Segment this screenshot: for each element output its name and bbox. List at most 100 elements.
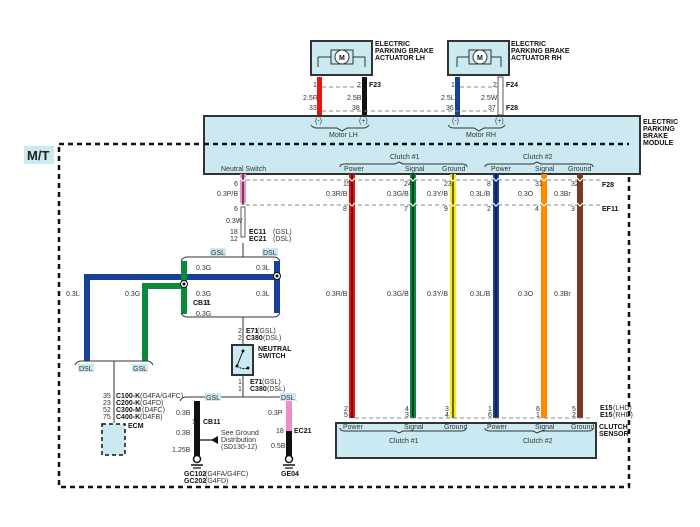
svg-text:2: 2 [238,328,242,335]
svg-text:MODULE: MODULE [643,140,674,147]
pin-lhd: 2 [344,406,348,413]
wire-label: 0.3G/B [387,191,409,198]
svg-text:Power: Power [491,166,512,173]
svg-text:1: 1 [192,419,196,426]
svg-text:(SD130-12): (SD130-12) [221,444,257,451]
svg-text:(DSL): (DSL) [273,236,291,243]
pin-label: 23 [444,181,452,188]
svg-text:0.3G: 0.3G [196,265,211,272]
wire-label: 0.3L/B [470,291,491,298]
svg-text:0.3B: 0.3B [176,410,191,417]
svg-text:EC21: EC21 [294,428,312,435]
ecm-connectors: 35 C100-K (G4FA/G4FC) 23 C200-K (G4FD) 5… [103,393,183,421]
svg-text:M: M [339,55,345,62]
svg-text:CB11: CB11 [203,419,221,426]
svg-text:F28: F28 [506,105,518,112]
pin-label: 31 [535,181,543,188]
svg-text:18: 18 [276,428,284,435]
svg-text:GC102: GC102 [184,471,206,478]
svg-text:EC11: EC11 [249,229,266,236]
pin-rhd: 2 [572,412,576,419]
svg-text:SENSOR: SENSOR [599,431,629,438]
svg-text:23: 23 [103,400,111,407]
wire-label: 0.3Y/B [427,291,448,298]
neutral-switch: NEUTRAL SWITCH [231,344,292,376]
svg-text:2.5W: 2.5W [481,95,498,102]
pin-label: 4 [535,206,539,213]
svg-text:36: 36 [446,105,454,112]
wire-0.3Y/B: 230.3Y/B90.3Y/B [427,174,457,423]
pin-label: 8 [343,206,347,213]
wire-label: 0.3R/B [326,191,348,198]
svg-text:C200-K: C200-K [116,400,140,407]
svg-text:0.3W: 0.3W [226,218,243,225]
pin-label: 8 [487,181,491,188]
wire-label: 0.3Br [554,191,571,198]
svg-text:C380: C380 [250,386,267,393]
wire-label: 0.3O [518,291,534,298]
wire-label: 0.3R/B [326,291,348,298]
svg-text:0.5B: 0.5B [271,443,286,450]
pin-label: 32 [571,181,579,188]
svg-text:12: 12 [230,236,238,243]
svg-text:0.3G: 0.3G [196,291,211,298]
pin-label: 15 [343,181,351,188]
actuator-rh: M ELECTRIC PARKING BRAKE ACTUATOR RH [447,40,570,76]
pin-label: 6 [234,181,238,188]
pin-rhd: 4 [445,412,449,419]
svg-text:1: 1 [238,379,242,386]
actuator-lh: M ELECTRIC PARKING BRAKE ACTUATOR LH [310,40,434,76]
svg-text:18: 18 [230,229,238,236]
svg-text:ELECTRIC: ELECTRIC [511,41,546,48]
pin-label: 7 [404,206,408,213]
svg-text:GC202: GC202 [184,478,206,485]
svg-text:ELECTRIC: ELECTRIC [643,119,678,126]
wire-label: 0.3Br [554,291,571,298]
svg-text:SWITCH: SWITCH [258,353,286,360]
svg-text:0.3P: 0.3P [268,410,283,417]
svg-text:0.3L: 0.3L [66,291,80,298]
mt-frame [57,142,631,489]
svg-text:GSL: GSL [133,366,147,373]
svg-text:38: 38 [352,105,360,112]
svg-text:(LHD): (LHD) [613,405,632,412]
svg-text:ELECTRIC: ELECTRIC [375,41,410,48]
module-wires: 60.3P/B6150.3R/B80.3R/B240.3G/B70.3G/B23… [217,174,584,423]
wire-0.3L/B: 8 0.3L/B 2 0.3L/B [470,174,500,423]
pin-label: 2 [487,206,491,213]
svg-text:DSL: DSL [79,366,93,373]
svg-text:52: 52 [103,407,111,414]
svg-text:CLUTCH: CLUTCH [599,424,628,431]
svg-text:M: M [477,55,483,62]
svg-text:Clutch #2: Clutch #2 [523,438,553,445]
svg-text:37: 37 [488,105,496,112]
svg-text:0.3B: 0.3B [176,430,191,437]
svg-text:1: 1 [238,386,242,393]
svg-text:F24: F24 [506,82,518,89]
svg-text:0.3G: 0.3G [196,311,211,318]
svg-text:Clutch #1: Clutch #1 [389,438,419,445]
svg-text:Signal: Signal [405,166,425,173]
pin-rhd: 6 [488,412,492,419]
svg-text:PARKING BRAKE: PARKING BRAKE [511,48,570,55]
svg-text:NEUTRAL: NEUTRAL [258,346,292,353]
svg-text:(G4FA/G4FC): (G4FA/G4FC) [140,393,183,400]
sensor-label: Ground [444,424,467,431]
wire-label: 0.3P/B [217,191,238,198]
wire-label: 0.3L/B [470,191,491,198]
svg-text:F23: F23 [369,82,381,89]
svg-text:2: 2 [357,82,361,89]
pin-lhd: 6 [536,406,540,413]
svg-text:(G4FD): (G4FD) [205,478,228,485]
svg-text:(RHD): (RHD) [613,412,633,419]
svg-text:C300-M: C300-M [116,407,141,414]
svg-text:(G4FD): (G4FD) [140,400,163,407]
svg-text:(+): (+) [359,118,368,125]
mt-label: M/T [27,148,49,163]
svg-text:Power: Power [344,166,365,173]
wire-0.3G/B: 240.3G/B70.3G/B [387,174,417,423]
svg-text:DSL: DSL [263,250,277,257]
wire-0.3P/B: 60.3P/B6 [217,174,247,213]
